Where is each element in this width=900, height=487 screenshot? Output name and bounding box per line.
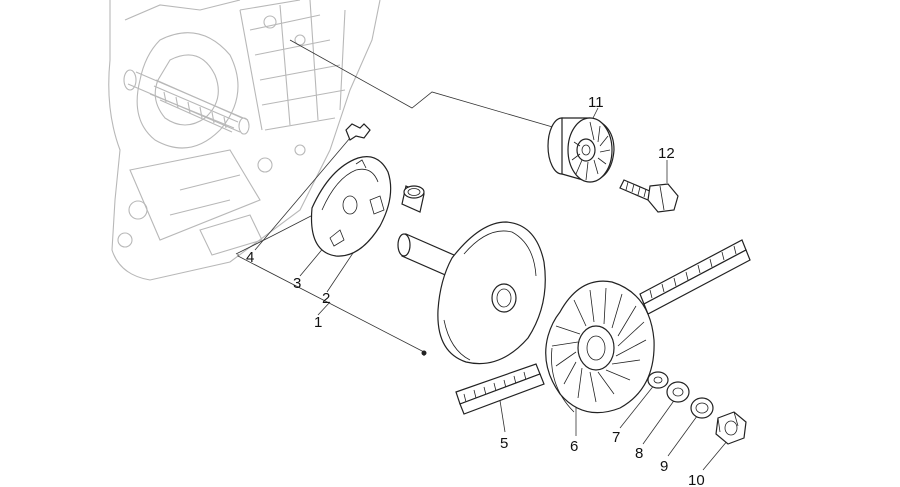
- part-8-washer: [666, 381, 690, 403]
- leader-lines: [235, 39, 729, 471]
- crankshaft: [123, 69, 250, 135]
- part-4-clip: [345, 123, 371, 141]
- callout-4: 4: [246, 249, 254, 266]
- callout-11: 11: [588, 94, 604, 111]
- callout-3: 3: [293, 275, 301, 292]
- part-6-moveable-pulley: [545, 280, 655, 414]
- callout-10: 10: [688, 472, 705, 487]
- callout-2: 2: [322, 290, 330, 307]
- callout-12: 12: [658, 145, 675, 162]
- callout-8: 8: [635, 445, 643, 462]
- callout-5: 5: [500, 435, 508, 452]
- part-2-bushing: [401, 185, 425, 213]
- callout-9: 9: [660, 458, 668, 475]
- callout-7: 7: [612, 429, 620, 446]
- part-9-washer: [690, 397, 714, 419]
- part-5-drive-belt: [455, 239, 751, 415]
- part-3-ramp-plate: [310, 156, 392, 257]
- part-12-bolt: [619, 179, 679, 213]
- part-1-pulley: [397, 221, 546, 365]
- crankcase-housing: [108, 0, 381, 281]
- part-7-washer: [647, 371, 669, 389]
- callout-1: 1: [314, 314, 322, 331]
- part-10-nut: [715, 411, 747, 445]
- part-11-fan-pulley: [547, 117, 615, 183]
- assembly-dot: [421, 350, 427, 356]
- callout-labels: 1 2 3 4 5 6 7 8 9 10 11 12: [246, 94, 705, 487]
- callout-6: 6: [570, 438, 578, 455]
